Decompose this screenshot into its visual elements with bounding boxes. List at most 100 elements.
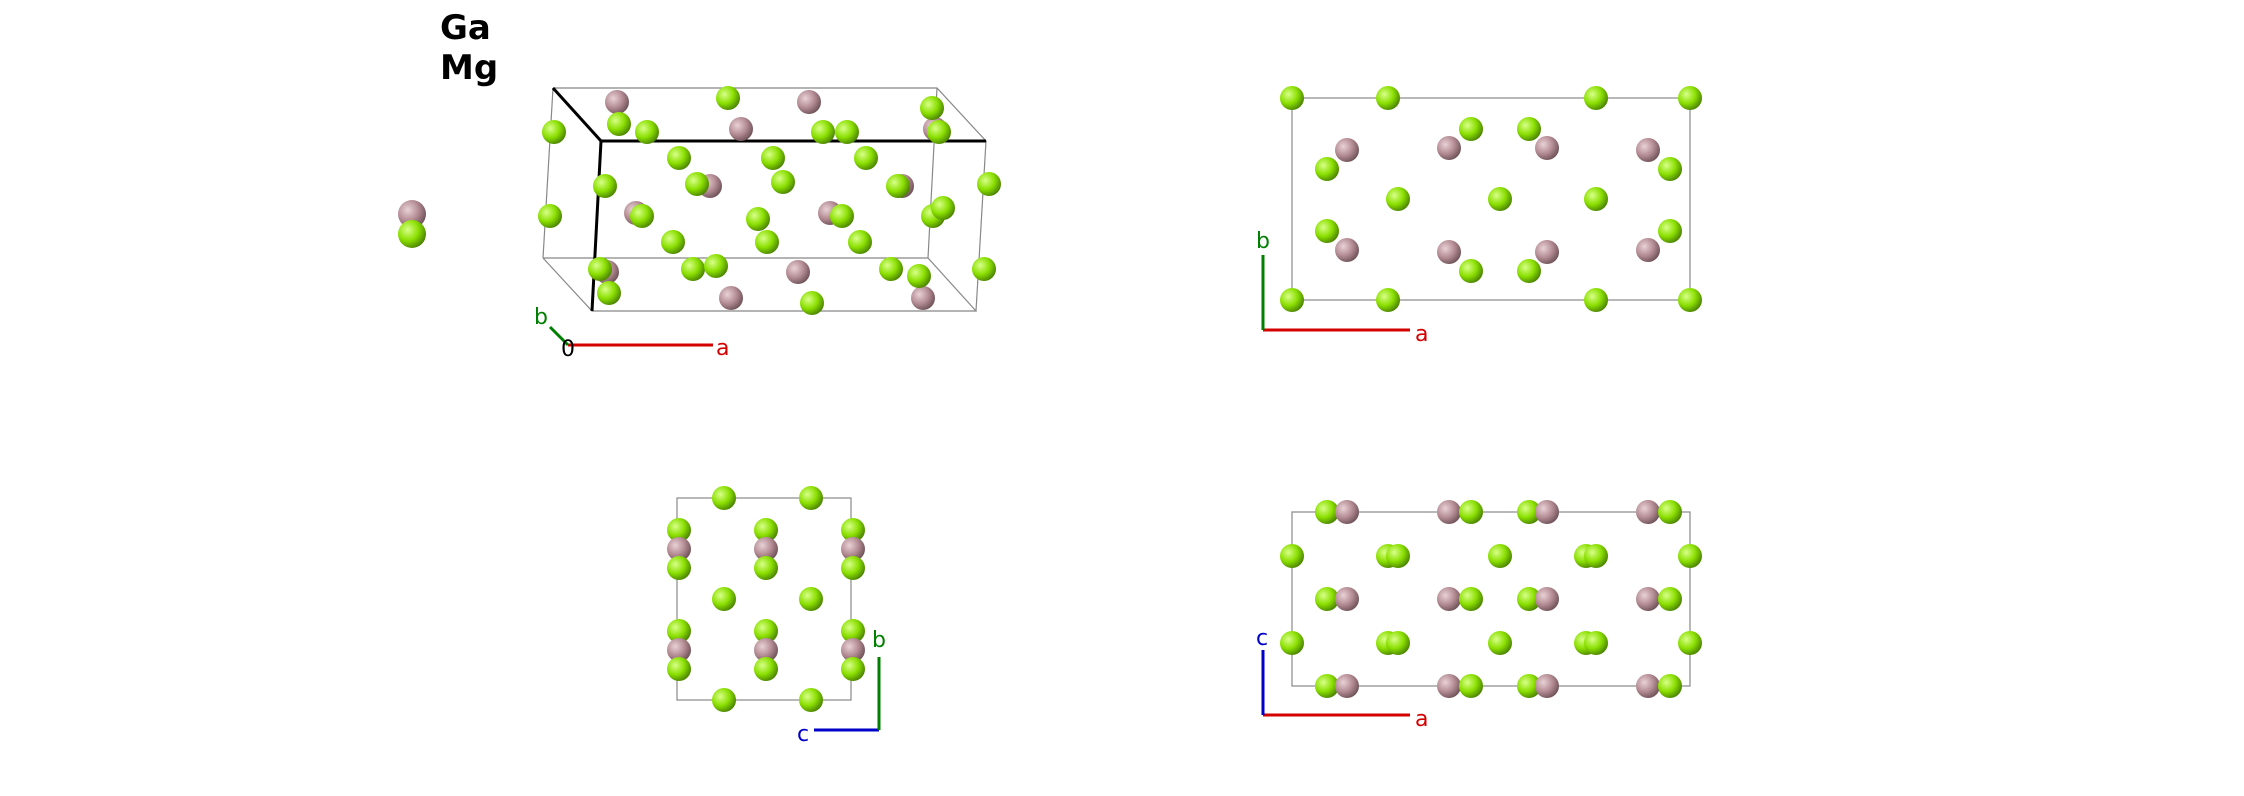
mg-atom xyxy=(1488,631,1512,655)
axis-b-label: b xyxy=(534,305,548,330)
ga-atom xyxy=(667,537,691,561)
ga-atom xyxy=(605,90,629,114)
mg-atom xyxy=(755,230,779,254)
mg-atom xyxy=(712,587,736,611)
mg-atom xyxy=(1315,674,1339,698)
ga-atom xyxy=(1335,674,1359,698)
mg-atom xyxy=(593,174,617,198)
mg-atom xyxy=(597,281,621,305)
mg-atom xyxy=(1488,187,1512,211)
ga-atom xyxy=(841,638,865,662)
ga-atom xyxy=(1335,138,1359,162)
mg-atom xyxy=(542,120,566,144)
mg-atom xyxy=(754,619,778,643)
ga-atom xyxy=(1437,136,1461,160)
axis-origin-label: 0 xyxy=(561,337,575,362)
atoms-ab xyxy=(1280,86,1702,312)
mg-atom xyxy=(1658,219,1682,243)
mg-atom xyxy=(1658,157,1682,181)
mg-atom xyxy=(1315,500,1339,524)
ga-atom xyxy=(729,117,753,141)
axis-a-label: a xyxy=(716,336,729,361)
ga-atom xyxy=(1437,674,1461,698)
mg-atom xyxy=(754,556,778,580)
mg-atom xyxy=(1584,187,1608,211)
mg-atom xyxy=(667,146,691,170)
mg-atom xyxy=(835,120,859,144)
mg-atom xyxy=(1386,631,1410,655)
mg-atom xyxy=(841,619,865,643)
mg-atom xyxy=(538,204,562,228)
mg-atom xyxy=(1280,86,1304,110)
ga-atom xyxy=(1636,500,1660,524)
mg-atom xyxy=(920,96,944,120)
mg-atom xyxy=(931,196,955,220)
ga-atom xyxy=(1437,587,1461,611)
ga-atom xyxy=(1535,674,1559,698)
ga-atom xyxy=(1437,240,1461,264)
ga-atom xyxy=(1535,240,1559,264)
mg-atom xyxy=(1488,544,1512,568)
mg-atom xyxy=(1386,187,1410,211)
axes-ac: a c xyxy=(1256,626,1428,732)
mg-atom xyxy=(607,112,631,136)
mg-atom xyxy=(841,657,865,681)
mg-atom xyxy=(1459,674,1483,698)
mg-atom xyxy=(771,170,795,194)
view-top-ab: a b xyxy=(1256,86,1702,347)
ga-atom xyxy=(1636,674,1660,698)
mg-atom xyxy=(841,518,865,542)
mg-atom xyxy=(1386,544,1410,568)
mg-atom xyxy=(811,120,835,144)
unit-cell-ab xyxy=(1291,97,1691,301)
mg-atom xyxy=(712,688,736,712)
mg-atom xyxy=(1280,631,1304,655)
view-perspective: a b 0 xyxy=(534,86,1001,362)
legend xyxy=(398,200,426,248)
mg-atom xyxy=(1584,544,1608,568)
mg-atom xyxy=(761,146,785,170)
axes-ab: a b xyxy=(1256,229,1428,347)
axis-b-label: b xyxy=(1256,229,1270,254)
mg-atom xyxy=(681,257,705,281)
ga-atom xyxy=(786,260,810,284)
axis-a-label: a xyxy=(1415,707,1428,732)
mg-atom xyxy=(1517,500,1541,524)
unit-cell-ac xyxy=(1291,511,1691,687)
mg-atom xyxy=(1584,86,1608,110)
mg-atom xyxy=(1459,259,1483,283)
ga-atom xyxy=(841,537,865,561)
mg-atom xyxy=(667,556,691,580)
view-side-ac: a c xyxy=(1256,500,1702,732)
ga-atom xyxy=(1636,238,1660,262)
mg-atom xyxy=(1315,587,1339,611)
ga-atom xyxy=(667,638,691,662)
mg-atom xyxy=(588,257,612,281)
mg-atom xyxy=(799,587,823,611)
mg-atom xyxy=(800,291,824,315)
view-side-bc: c b xyxy=(667,486,886,747)
mg-atom xyxy=(1584,288,1608,312)
mg-atom xyxy=(667,657,691,681)
mg-atom xyxy=(1280,288,1304,312)
ga-atom xyxy=(797,90,821,114)
axes-perspective: a b 0 xyxy=(534,305,729,362)
mg-atom xyxy=(712,486,736,510)
mg-atom xyxy=(1517,117,1541,141)
atoms-perspective xyxy=(538,86,1001,315)
mg-atom xyxy=(1678,288,1702,312)
mg-atom xyxy=(754,518,778,542)
unit-cell-bc xyxy=(676,497,852,701)
ga-atom xyxy=(1335,238,1359,262)
ga-atom xyxy=(911,286,935,310)
mg-atom xyxy=(704,254,728,278)
mg-atom xyxy=(1678,86,1702,110)
mg-atom xyxy=(635,120,659,144)
mg-atom xyxy=(1315,219,1339,243)
mg-atom xyxy=(1376,86,1400,110)
mg-atom xyxy=(799,688,823,712)
mg-atom xyxy=(972,257,996,281)
mg-atom xyxy=(799,486,823,510)
mg-atom xyxy=(716,86,740,110)
